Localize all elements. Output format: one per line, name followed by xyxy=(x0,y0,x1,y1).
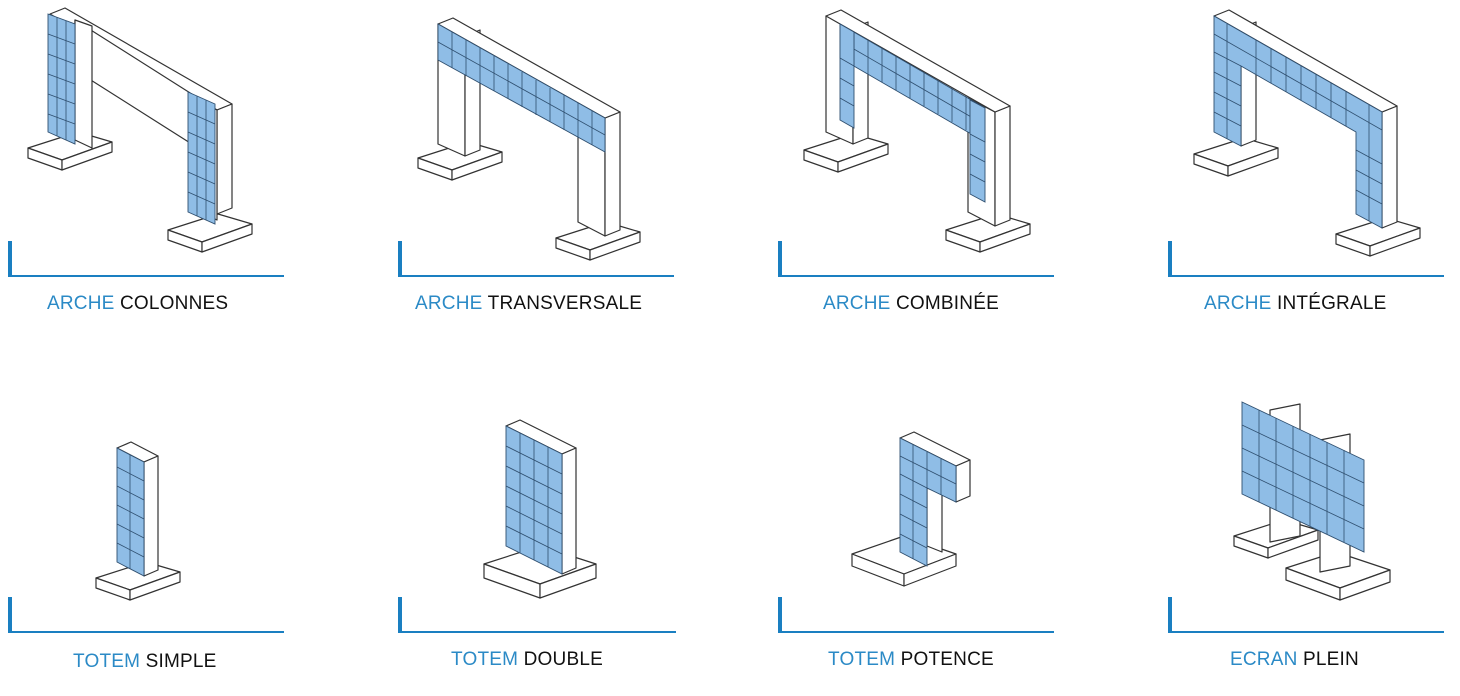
caption-bracket xyxy=(398,241,674,277)
totem-potence-illustration xyxy=(851,431,971,587)
caption-type: TRANSVERSALE xyxy=(487,293,643,314)
item-arche-integrale: ARCHE INTÉGRALE xyxy=(1160,0,1460,330)
caption-bracket xyxy=(8,597,284,633)
caption: TOTEM DOUBLE xyxy=(451,649,603,671)
caption-category: ARCHE xyxy=(823,293,891,314)
arche-integrale-illustration xyxy=(1193,9,1421,257)
caption: ARCHE COLONNES xyxy=(47,293,228,315)
caption: TOTEM POTENCE xyxy=(828,649,994,671)
arche-colonnes-illustration xyxy=(27,7,253,253)
totem-simple-illustration xyxy=(95,441,181,601)
caption: ARCHE TRANSVERSALE xyxy=(415,293,642,315)
caption-category: TOTEM xyxy=(73,651,141,672)
caption-type: COLONNES xyxy=(120,293,229,314)
caption-bracket xyxy=(398,597,676,633)
arche-transversale-illustration xyxy=(417,17,641,261)
ecran-plein-illustration xyxy=(1233,401,1391,601)
caption: ARCHE COMBINÉE xyxy=(823,293,999,315)
arche-combinee-illustration xyxy=(803,9,1031,253)
caption-type: DOUBLE xyxy=(523,649,603,670)
caption-bracket xyxy=(1168,597,1444,633)
item-arche-colonnes: ARCHE COLONNES xyxy=(0,0,300,330)
caption-category: TOTEM xyxy=(451,649,519,670)
item-totem-double: TOTEM DOUBLE xyxy=(390,356,690,696)
caption-category: ARCHE xyxy=(47,293,115,314)
caption-category: ECRAN xyxy=(1230,649,1298,670)
caption-type: COMBINÉE xyxy=(896,293,999,314)
item-ecran-plein: ECRAN PLEIN xyxy=(1160,356,1460,696)
caption-type: PLEIN xyxy=(1303,649,1359,670)
caption-category: ARCHE xyxy=(1204,293,1272,314)
caption: ECRAN PLEIN xyxy=(1230,649,1359,671)
caption: TOTEM SIMPLE xyxy=(73,651,217,673)
caption-type: SIMPLE xyxy=(145,651,217,672)
caption-type: POTENCE xyxy=(900,649,994,670)
item-arche-transversale: ARCHE TRANSVERSALE xyxy=(390,0,690,330)
caption: ARCHE INTÉGRALE xyxy=(1204,293,1387,315)
caption-category: TOTEM xyxy=(828,649,896,670)
caption-bracket xyxy=(8,241,284,277)
item-totem-potence: TOTEM POTENCE xyxy=(770,356,1070,696)
caption-bracket xyxy=(778,241,1054,277)
totem-double-illustration xyxy=(483,419,597,599)
item-totem-simple: TOTEM SIMPLE xyxy=(0,356,300,696)
item-arche-combinee: ARCHE COMBINÉE xyxy=(770,0,1070,330)
caption-bracket xyxy=(778,597,1054,633)
caption-bracket xyxy=(1168,241,1444,277)
caption-category: ARCHE xyxy=(415,293,483,314)
caption-type: INTÉGRALE xyxy=(1277,293,1387,314)
